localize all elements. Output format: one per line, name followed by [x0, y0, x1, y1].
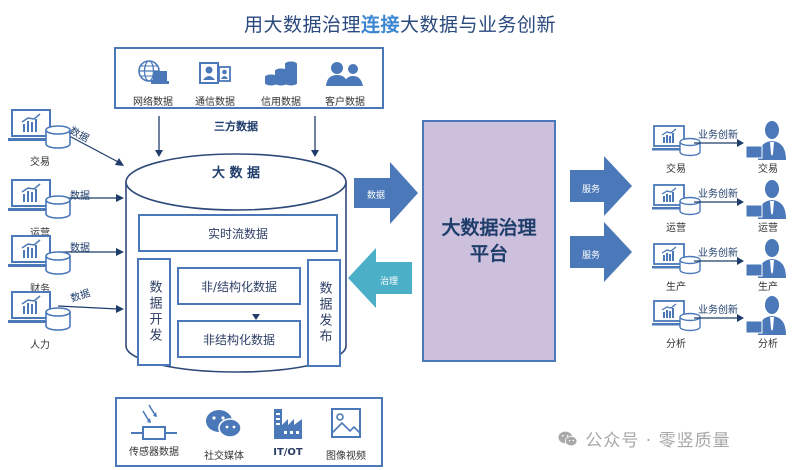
- output-user-label: 生产: [758, 282, 778, 293]
- output-user-label: 分析: [758, 339, 778, 350]
- left-source-label: 交易: [30, 157, 50, 168]
- edge-label: 业务创新: [698, 305, 738, 316]
- factory-icon: [274, 409, 302, 439]
- third-party-arrows: [155, 116, 319, 157]
- computer-database-icon: [8, 235, 71, 275]
- realtime-data-box: 实时流数据: [138, 214, 338, 252]
- sensor-icon: [131, 404, 177, 440]
- big-data-title: 大 数 据: [211, 166, 261, 181]
- arrow-right-icon: [694, 314, 744, 322]
- left-source-label: 财务: [30, 284, 50, 295]
- computer-database-icon: [652, 243, 701, 275]
- service-arrow-2: [570, 222, 632, 282]
- third-party-item-customer: 客户数据: [314, 59, 376, 108]
- coin-stack-icon: [265, 61, 297, 86]
- watermark-text: 公众号 · 零竖质量: [585, 431, 731, 451]
- computer-database-icon: [652, 125, 701, 157]
- governance-flow-label: 治理: [380, 277, 399, 287]
- contact-card-icon: [199, 62, 231, 84]
- watermark: 公众号 · 零竖质量: [557, 426, 731, 451]
- edge-label: 业务创新: [698, 189, 738, 200]
- edge-label: 业务创新: [698, 248, 738, 259]
- third-party-item-telecom: 通信数据: [184, 59, 246, 108]
- bottom-source-sensor: 传感器数据: [123, 403, 185, 458]
- arrow-right-icon: [694, 139, 744, 147]
- computer-database-icon: [652, 300, 701, 332]
- edge-label: 数据: [70, 243, 90, 254]
- users-icon: [326, 62, 363, 86]
- output-system-label: 交易: [666, 164, 686, 175]
- service-label-1: 服务: [582, 185, 601, 195]
- bottom-source-image: 图像视频: [315, 407, 377, 462]
- third-party-label: 信用数据: [261, 97, 301, 108]
- business-user-icon: [746, 121, 786, 160]
- service-label-2: 服务: [582, 251, 601, 261]
- third-party-label: 通信数据: [195, 97, 235, 108]
- bottom-source-label: IT/OT: [273, 447, 303, 458]
- title-part1: 用大数据治理: [243, 14, 361, 36]
- arrow-right-icon: [694, 198, 744, 206]
- bottom-source-label: 社交媒体: [204, 451, 244, 462]
- data-publish-box: 数据发布: [307, 259, 341, 367]
- left-source-trade: [8, 108, 72, 158]
- business-user-icon: [746, 180, 786, 219]
- third-party-box: 网络数据 通信数据 信用数据 客户数据: [114, 47, 384, 109]
- third-party-item-credit: 信用数据: [250, 59, 312, 108]
- output-system-label: 分析: [666, 339, 686, 350]
- title-highlight: 连接: [360, 14, 400, 36]
- wechat-icon: [558, 431, 578, 447]
- third-party-label-main: 三方数据: [214, 120, 258, 133]
- platform-label: 大数据治理平台: [441, 217, 537, 265]
- down-arrow-icon: [252, 314, 260, 320]
- governance-flow-arrow: [348, 248, 412, 308]
- unstructured-data-box: 非结构化数据: [177, 320, 301, 358]
- globe-laptop-icon: [138, 60, 169, 84]
- third-party-label: 网络数据: [133, 97, 173, 108]
- left-source-hr: [8, 290, 72, 340]
- diagram-title: 用大数据治理连接大数据与业务创新: [0, 10, 800, 37]
- computer-database-icon: [8, 109, 71, 149]
- service-arrow-1: [570, 156, 632, 216]
- output-system-label: 运营: [666, 223, 686, 234]
- computer-database-icon: [8, 291, 71, 331]
- data-flow-label: 数据: [367, 191, 386, 201]
- bottom-source-itot: IT/OT: [257, 407, 319, 458]
- bottom-source-label: 传感器数据: [129, 447, 179, 458]
- business-user-icon: [746, 296, 786, 335]
- bottom-sources-box: 传感器数据 社交媒体 IT/OT 图像视频: [115, 397, 383, 467]
- output-system-label: 生产: [666, 282, 686, 293]
- bottom-source-label: 图像视频: [326, 451, 366, 462]
- edge-label: 数据: [70, 191, 90, 202]
- arrow-right-icon: [694, 257, 744, 265]
- left-source-ops: [8, 178, 72, 228]
- output-user-label: 运营: [758, 223, 778, 234]
- third-party-label: 客户数据: [325, 97, 365, 108]
- third-party-item-network: 网络数据: [122, 59, 184, 108]
- title-part2: 大数据与业务创新: [400, 14, 557, 36]
- computer-database-icon: [8, 179, 71, 219]
- governance-platform: 大数据治理平台: [422, 120, 556, 362]
- edge-label: 业务创新: [698, 130, 738, 141]
- computer-database-icon: [652, 184, 701, 216]
- left-source-finance: [8, 234, 72, 284]
- left-source-label: 人力: [30, 340, 50, 351]
- data-flow-arrow: [354, 162, 418, 224]
- left-source-label: 运营: [30, 228, 50, 239]
- image-icon: [331, 408, 361, 438]
- bottom-source-social: 社交媒体: [193, 407, 255, 462]
- output-user-label: 交易: [758, 164, 778, 175]
- data-dev-box: 数据开发: [137, 258, 171, 366]
- structured-data-box: 非/结构化数据: [177, 267, 301, 305]
- wechat-icon: [206, 410, 242, 438]
- business-user-icon: [746, 239, 786, 278]
